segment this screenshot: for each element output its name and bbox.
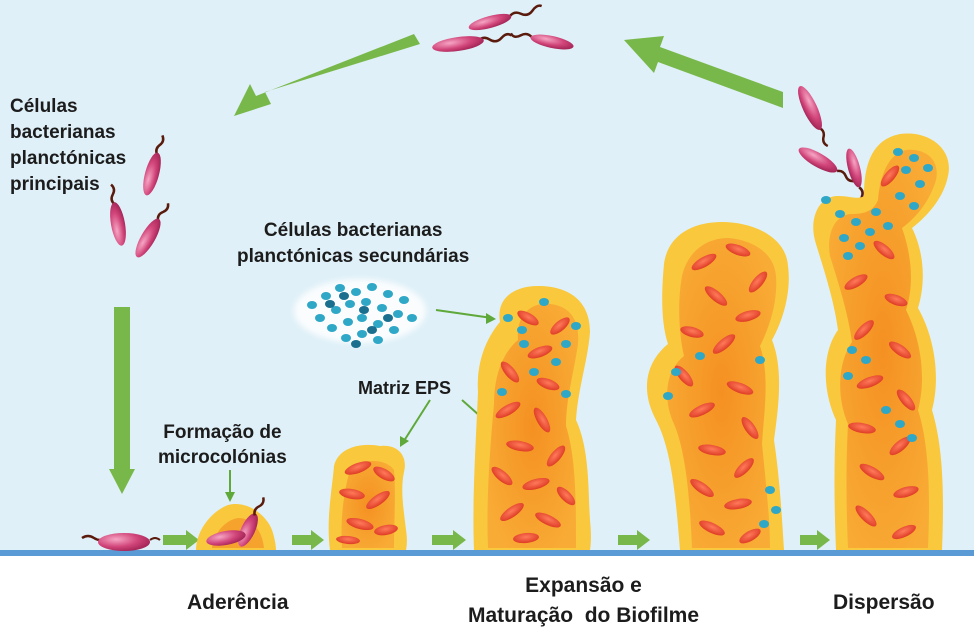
arrow-to-planktonic (234, 34, 420, 116)
stage-arrow-5 (800, 530, 830, 550)
label-line: Células bacterianas (263, 220, 443, 241)
mature-biofilm (646, 222, 789, 550)
label-primary-planktonic-cells: Células bacterianas planctónicas princip… (10, 94, 126, 198)
label-line: Expansão e (525, 574, 642, 597)
planktonic-bacteria-left (110, 134, 170, 258)
label-line: microcolónias (158, 447, 287, 468)
microcolony (196, 497, 276, 550)
dispersing-bacteria (798, 86, 865, 206)
label-line: bacterianas (10, 122, 116, 143)
label-line: Células (10, 96, 78, 117)
stage-label-dispersion: Dispersão (833, 591, 935, 614)
bottom-area (0, 554, 974, 641)
label-microcolony-formation: Formação de microcolónias (158, 420, 287, 470)
stage-arrow-4 (618, 530, 650, 550)
stage-arrow-1 (163, 530, 199, 550)
expanding-colony (473, 286, 591, 550)
stage-arrows (163, 530, 830, 550)
arrow-down-to-surface (109, 307, 135, 494)
stage-arrow-3 (432, 530, 466, 550)
stage-label-expansion-maturation: Expansão e Maturação do Biofilme (468, 571, 699, 631)
label-line: principais (10, 174, 100, 195)
dispersing-biofilm (813, 133, 949, 550)
early-colony (328, 444, 407, 550)
label-line: planctónicas secundárias (237, 246, 470, 267)
planktonic-bacteria-top (432, 4, 574, 52)
label-line: Formação de (163, 422, 282, 443)
substrate-line (0, 550, 974, 556)
label-eps-matrix: Matriz EPS (358, 378, 452, 398)
stage-label-adherence: Aderência (187, 591, 289, 614)
label-line: Maturação do Biofilme (468, 604, 700, 627)
adhered-bacterium (81, 533, 161, 551)
arrow-from-dispersion (624, 36, 783, 108)
label-line: planctónicas (10, 148, 127, 169)
secondary-cell-cluster (294, 279, 426, 348)
stage-arrow-2 (292, 530, 324, 550)
label-secondary-planktonic-cells: Células bacterianas planctónicas secundá… (237, 218, 469, 270)
